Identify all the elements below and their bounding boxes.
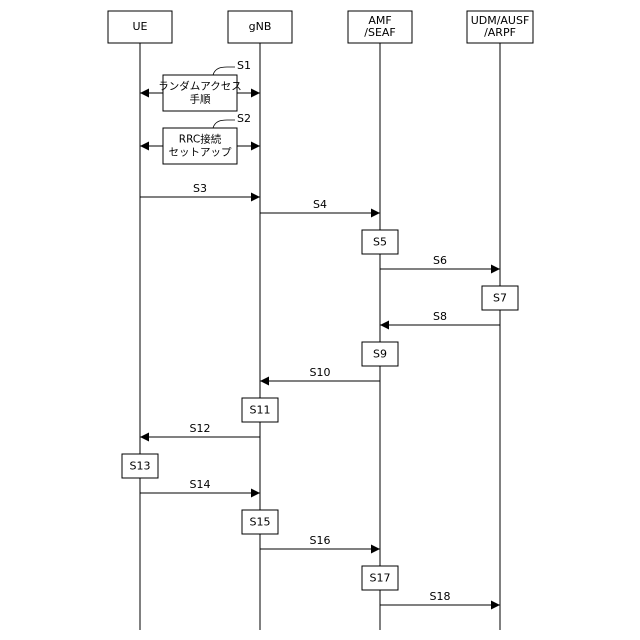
procedure-label: RRC接続 (179, 133, 222, 146)
process-step-s13: S13 (122, 454, 158, 478)
procedure-label: セットアップ (169, 147, 232, 159)
participant-gnb: gNB (228, 11, 292, 630)
procedure-step-label: S2 (237, 112, 251, 125)
message-s12: S12 (140, 422, 260, 437)
message-label: S3 (193, 182, 207, 195)
process-step-label: S5 (373, 236, 387, 249)
process-step-s5: S5 (362, 230, 398, 254)
message-label: S4 (313, 198, 327, 211)
message-s3: S3 (140, 182, 260, 197)
participant-label-ue: UE (132, 20, 147, 33)
process-step-label: S17 (370, 572, 391, 585)
message-s6: S6 (380, 254, 500, 269)
participant-udm: UDM/AUSF/ARPF (467, 11, 533, 630)
process-step-s9: S9 (362, 342, 398, 366)
message-label: S14 (190, 478, 211, 491)
process-step-label: S13 (130, 460, 151, 473)
message-label: S10 (310, 366, 331, 379)
message-s14: S14 (140, 478, 260, 493)
process-step-s15: S15 (242, 510, 278, 534)
process-step-s11: S11 (242, 398, 278, 422)
participant-label-udm: /ARPF (484, 26, 516, 39)
message-label: S8 (433, 310, 447, 323)
message-s18: S18 (380, 590, 500, 605)
process-step-label: S15 (250, 516, 271, 529)
process-step-s7: S7 (482, 286, 518, 310)
participant-label-gnb: gNB (249, 20, 272, 33)
procedure-leader-line (213, 120, 235, 128)
participant-ue: UE (108, 11, 172, 630)
message-s16: S16 (260, 534, 380, 549)
process-step-label: S11 (250, 404, 271, 417)
message-label: S12 (190, 422, 211, 435)
message-label: S18 (430, 590, 451, 603)
procedure-s2: RRC接続セットアップ S2 (140, 112, 260, 164)
message-s4: S4 (260, 198, 380, 213)
message-s8: S8 (380, 310, 500, 325)
participant-amf: AMF/SEAF (348, 11, 412, 630)
process-step-label: S7 (493, 292, 507, 305)
procedure-label: ランダムアクセス (158, 80, 241, 93)
participant-label-amf: /SEAF (364, 26, 396, 39)
procedure-label: 手順 (190, 93, 211, 106)
procedure-leader-line (213, 67, 235, 75)
procedure-s1: ランダムアクセス手順 S1 (140, 59, 260, 111)
process-step-s17: S17 (362, 566, 398, 590)
procedure-step-label: S1 (237, 59, 251, 72)
process-step-label: S9 (373, 348, 387, 361)
message-label: S16 (310, 534, 331, 547)
message-s10: S10 (260, 366, 380, 381)
message-label: S6 (433, 254, 447, 267)
